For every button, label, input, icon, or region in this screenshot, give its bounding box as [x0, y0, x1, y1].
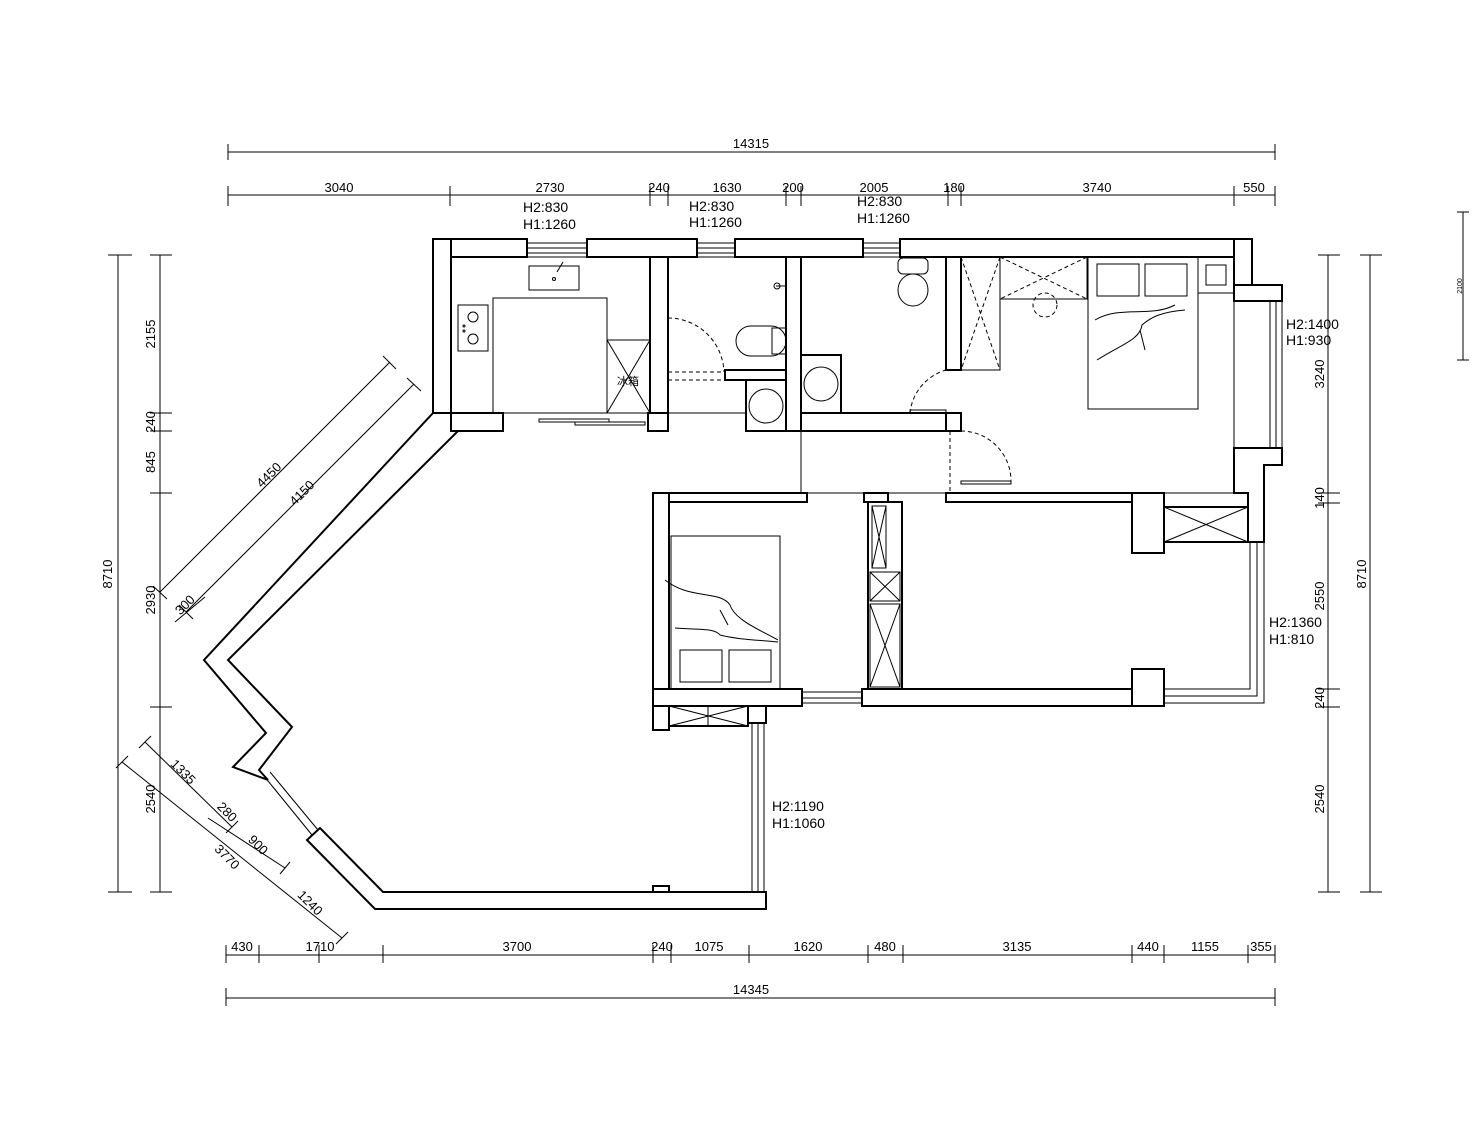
window-living-bay — [1164, 542, 1265, 704]
bathroom-1-fixtures — [667, 282, 787, 432]
top-dimensions: 14315 3040 2730 240 1630 200 2005 180 37… — [227, 136, 1276, 206]
dim-right-5: 2540 — [1312, 785, 1327, 814]
window-annotations: H2:830 H1:1260 H2:830 H1:1260 H2:830 H1:… — [523, 193, 1339, 831]
win-bath1-h1: H1:1260 — [689, 214, 742, 230]
bed-2-icon — [670, 535, 781, 690]
dim-diag-5: 280 — [214, 799, 240, 825]
win-master-h2: H2:1400 — [1286, 316, 1339, 332]
bathroom-2-fixtures — [800, 257, 1012, 493]
dim-right-4: 240 — [1312, 687, 1327, 709]
kitchen-fixtures: 冰箱 — [457, 261, 651, 426]
dim-right-2: 140 — [1312, 487, 1327, 509]
dim-top-5: 200 — [782, 180, 804, 195]
dim-left-overall: 8710 — [100, 560, 115, 589]
dim-diag-8: 1240 — [295, 887, 326, 918]
opening-bedroom-2 — [802, 691, 862, 704]
dim-bottom-10: 1155 — [1191, 939, 1219, 954]
dim-diag-6: 900 — [245, 832, 271, 858]
win-bath2-h2: H2:830 — [857, 193, 902, 209]
win-living-h2: H2:1360 — [1269, 614, 1322, 630]
master-bedroom-fixtures — [960, 256, 1235, 410]
dim-far-right: 2100 — [1457, 278, 1464, 294]
dim-right-1: 3240 — [1312, 360, 1327, 389]
dim-top-7: 180 — [943, 180, 965, 195]
dim-bottom-6: 1620 — [794, 939, 823, 954]
window-bath-1 — [697, 242, 735, 254]
dim-right-3: 2550 — [1312, 582, 1327, 611]
dim-bottom-3: 3700 — [503, 939, 532, 954]
window-balcony — [751, 723, 765, 892]
dim-bottom-2: 1710 — [306, 939, 335, 954]
dim-top-9: 550 — [1243, 180, 1265, 195]
stove-icon — [457, 304, 489, 352]
win-bath1-h2: H2:830 — [689, 198, 734, 214]
dim-top-overall: 14315 — [733, 136, 769, 151]
dim-right-overall: 8710 — [1354, 560, 1369, 589]
win-balcony-h2: H2:1190 — [772, 798, 824, 814]
window-bath-2 — [863, 242, 900, 254]
window-kitchen — [527, 242, 587, 254]
dim-bottom-4: 240 — [651, 939, 673, 954]
left-dimensions: 8710 2155 240 845 2930 2540 — [100, 254, 172, 893]
exterior-walls — [202, 238, 1283, 910]
nightstand-icon — [1197, 256, 1235, 294]
fridge-icon — [606, 339, 651, 414]
kitchen-counter — [492, 297, 608, 414]
dim-top-3: 240 — [648, 180, 670, 195]
dim-top-6: 2005 — [860, 180, 889, 195]
wardrobe-1 — [960, 256, 1001, 371]
win-living-h1: H1:810 — [1269, 631, 1314, 647]
dim-top-1: 3040 — [325, 180, 354, 195]
dim-bottom-5: 1075 — [695, 939, 724, 954]
washbasin-2-icon — [800, 354, 842, 414]
dim-diag-2: 4150 — [286, 477, 317, 508]
interior-walls — [450, 256, 1235, 494]
dim-left-4: 2930 — [143, 586, 158, 615]
win-kitchen-h2: H2:830 — [523, 199, 568, 215]
dim-diag-1: 4450 — [253, 459, 284, 490]
bedroom-2-fixtures — [664, 535, 781, 727]
dim-bottom-9: 440 — [1137, 939, 1159, 954]
tall-cabinet — [867, 501, 903, 690]
bed-icon — [1087, 256, 1199, 410]
dim-left-1: 2155 — [143, 320, 158, 349]
dim-top-4: 1630 — [713, 180, 742, 195]
kitchen-sink-icon — [528, 265, 580, 291]
right-dimensions: 3240 140 2550 240 2540 8710 2100 — [1312, 211, 1469, 893]
win-balcony-h1: H1:1060 — [772, 815, 825, 831]
toilet-2-icon — [897, 273, 929, 307]
living-cabinets — [867, 501, 1249, 690]
dim-bottom-overall: 14345 — [733, 982, 769, 997]
toilet-icon — [735, 325, 787, 357]
win-kitchen-h1: H1:1260 — [523, 216, 576, 232]
win-master-h1: H1:930 — [1286, 332, 1331, 348]
wardrobe-2 — [999, 256, 1088, 300]
dim-left-2: 240 — [143, 411, 158, 433]
dim-diag-3: 300 — [172, 592, 198, 618]
dim-diag-7: 3770 — [212, 841, 243, 872]
dim-top-2: 2730 — [536, 180, 565, 195]
dim-bottom-1: 430 — [231, 939, 253, 954]
dim-bottom-8: 3135 — [1003, 939, 1032, 954]
dim-top-8: 3740 — [1083, 180, 1112, 195]
dim-diag-4: 1335 — [168, 756, 199, 787]
dim-left-5: 2540 — [143, 785, 158, 814]
dim-bottom-11: 355 — [1250, 939, 1272, 954]
window-diagonal — [263, 771, 319, 836]
window-master-bay — [1233, 300, 1283, 449]
win-bath2-h1: H1:1260 — [857, 210, 910, 226]
bottom-dimensions: 430 1710 3700 240 1075 1620 480 3135 440… — [225, 939, 1276, 1006]
dim-bottom-7: 480 — [874, 939, 896, 954]
fridge-label: 冰箱 — [617, 374, 639, 388]
dim-left-3: 845 — [143, 451, 158, 473]
windows — [263, 242, 1283, 892]
